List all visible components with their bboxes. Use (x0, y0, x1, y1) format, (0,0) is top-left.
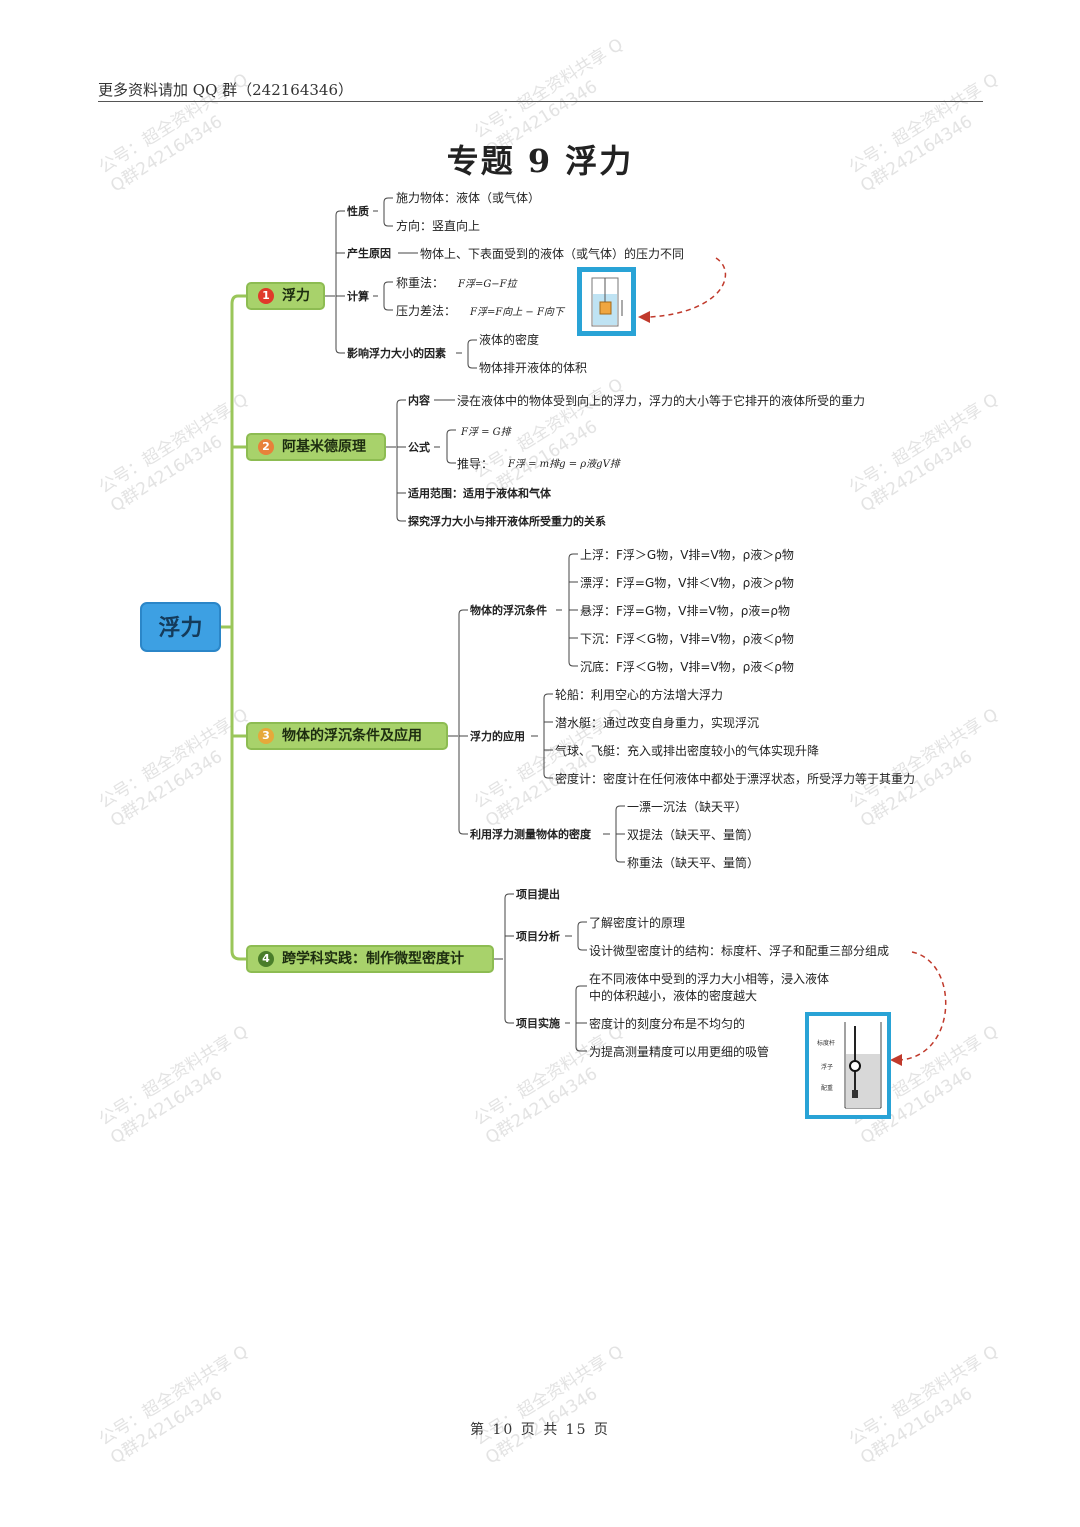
page-title: 专题 9 浮力 (446, 142, 634, 180)
node-measure-density: 利用浮力测量物体的密度 (470, 828, 591, 841)
node-formula: 公式 (408, 441, 430, 454)
pic-label-float: 浮子 (821, 1064, 834, 1071)
number-badge: 2 (258, 439, 274, 455)
branch-label: 阿基米德原理 (282, 439, 366, 455)
hydrometer-icon (844, 1022, 882, 1109)
branch-sink-float: 3 物体的浮沉条件及应用 (246, 722, 448, 750)
leaf-content-text: 浸在液体中的物体受到向上的浮力，浮力的大小等于它排开的液体所受的重力 (457, 394, 866, 408)
node-calc: 计算 (347, 290, 369, 303)
leaf-impl-3: 为提高测量精度可以用更细的吸管 (589, 1045, 770, 1059)
branch-label: 物体的浮沉条件及应用 (282, 728, 422, 744)
leaf-factor-1: 液体的密度 (479, 333, 540, 347)
formula-derive: F浮 = m排g = ρ液gV排 (508, 459, 620, 470)
leaf-analysis-2: 设计微型密度计的结构：标度杆、浮子和配重三部分组成 (589, 944, 890, 958)
leaf-application: 轮船：利用空心的方法增大浮力 (555, 688, 724, 702)
branch-label: 跨学科实践：制作微型密度计 (282, 951, 464, 967)
branch-practice: 4 跨学科实践：制作微型密度计 (246, 945, 494, 973)
node-implement: 项目实施 (516, 1017, 560, 1030)
node-explore: 探究浮力大小与排开液体所受重力的关系 (408, 515, 606, 528)
leaf-derive: 推导： (457, 457, 494, 471)
leaf-condition: 漂浮：F浮=G物，V排＜V物，ρ液＞ρ物 (580, 576, 794, 590)
leaf-calc-1: 称重法： (396, 276, 445, 290)
leaf-method: 双提法（缺天平、量筒） (627, 828, 760, 842)
number-badge: 4 (258, 951, 274, 967)
branch-buoyancy: 1 浮力 (246, 282, 325, 310)
leaf-nature-2: 方向：竖直向上 (396, 219, 481, 233)
formula-pressure-diff: F浮=F向上 − F向下 (470, 307, 564, 318)
leaf-impl-1a: 在不同液体中受到的浮力大小相等，浸入液体 (589, 972, 830, 986)
leaf-application: 气球、飞艇：充入或排出密度较小的气体实现升降 (555, 744, 820, 758)
leaf-condition: 沉底：F浮＜G物，V排=V物，ρ液＜ρ物 (580, 660, 794, 674)
node-cause: 产生原因 (347, 247, 391, 260)
node-scope: 适用范围：适用于液体和气体 (408, 487, 551, 500)
node-conditions: 物体的浮沉条件 (470, 604, 547, 617)
node-applications: 浮力的应用 (470, 730, 525, 743)
branch-label: 浮力 (282, 288, 310, 304)
leaf-condition: 悬浮：F浮=G物，V排=V物，ρ液=ρ物 (580, 604, 791, 618)
leaf-method: 称重法（缺天平、量筒） (627, 856, 760, 870)
node-analysis: 项目分析 (516, 930, 560, 943)
formula-archimedes: F浮 = G排 (461, 427, 511, 438)
beaker-block-icon (591, 277, 623, 327)
pic-label-scale-rod: 标度杆 (817, 1040, 836, 1047)
leaf-impl-1b: 中的体积越小，液体的密度越大 (589, 989, 758, 1003)
hydrometer-diagram-image: 标度杆 浮子 配重 (805, 1012, 891, 1119)
buoyancy-diagram-image (577, 267, 636, 336)
node-content: 内容 (408, 394, 430, 407)
leaf-analysis-1: 了解密度计的原理 (589, 916, 686, 930)
leaf-cause-text: 物体上、下表面受到的液体（或气体）的压力不同 (420, 247, 685, 261)
leaf-application: 潜水艇：通过改变自身重力，实现浮沉 (555, 716, 760, 730)
number-badge: 1 (258, 288, 274, 304)
pic-label-weight: 配重 (821, 1085, 834, 1092)
header-rule (98, 101, 983, 102)
leaf-application: 密度计：密度计在任何液体中都处于漂浮状态，所受浮力等于其重力 (555, 772, 916, 786)
page-footer: 第 10 页 共 15 页 (470, 1422, 610, 1438)
leaf-nature-1: 施力物体：液体（或气体） (396, 191, 541, 205)
leaf-impl-2: 密度计的刻度分布是不均匀的 (589, 1017, 746, 1031)
leaf-condition: 上浮：F浮＞G物，V排=V物，ρ液＞ρ物 (580, 548, 794, 562)
page-header: 更多资料请加 QQ 群（242164346） (98, 81, 354, 99)
node-nature: 性质 (347, 205, 369, 218)
node-factors: 影响浮力大小的因素 (347, 347, 446, 360)
leaf-factor-2: 物体排开液体的体积 (479, 361, 588, 375)
formula-weighing: F浮=G−F拉 (458, 279, 517, 290)
leaf-method: 一漂一沉法（缺天平） (627, 800, 748, 814)
leaf-condition: 下沉：F浮＜G物，V排=V物，ρ液＜ρ物 (580, 632, 794, 646)
leaf-calc-2: 压力差法： (396, 304, 457, 318)
number-badge: 3 (258, 728, 274, 744)
node-propose: 项目提出 (516, 888, 560, 901)
root-node: 浮力 (140, 602, 221, 652)
branch-archimedes: 2 阿基米德原理 (246, 433, 386, 461)
